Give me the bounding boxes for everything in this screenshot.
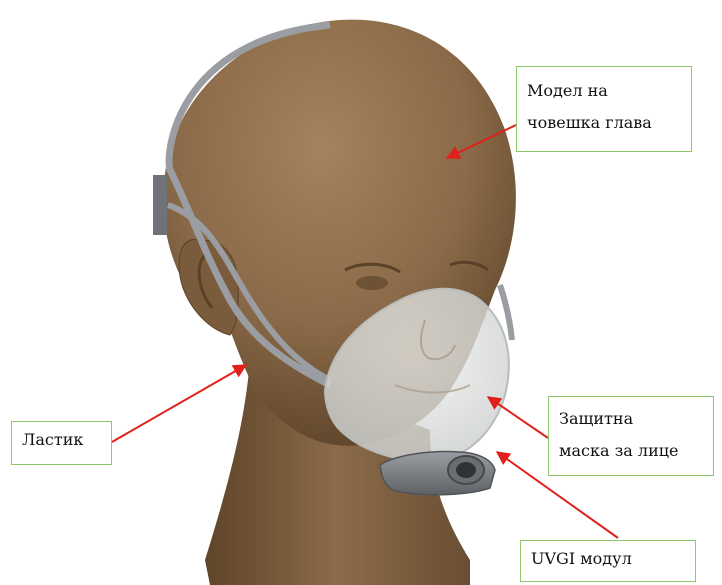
label-face-mask-line1: Защитна bbox=[559, 403, 703, 435]
label-head-model-line2: човешка глава bbox=[527, 107, 681, 139]
label-head-model: Модел на човешка глава bbox=[516, 66, 692, 152]
label-elastic: Ластик bbox=[11, 421, 112, 465]
label-elastic-text: Ластик bbox=[22, 424, 101, 456]
label-head-model-line1: Модел на bbox=[527, 75, 681, 107]
label-uvgi: UVGI модул bbox=[520, 540, 696, 582]
label-uvgi-text: UVGI модул bbox=[531, 543, 685, 575]
arrow-elastic bbox=[112, 365, 246, 442]
label-face-mask-line2: маска за лице bbox=[559, 435, 703, 467]
label-face-mask: Защитна маска за лице bbox=[548, 396, 714, 476]
